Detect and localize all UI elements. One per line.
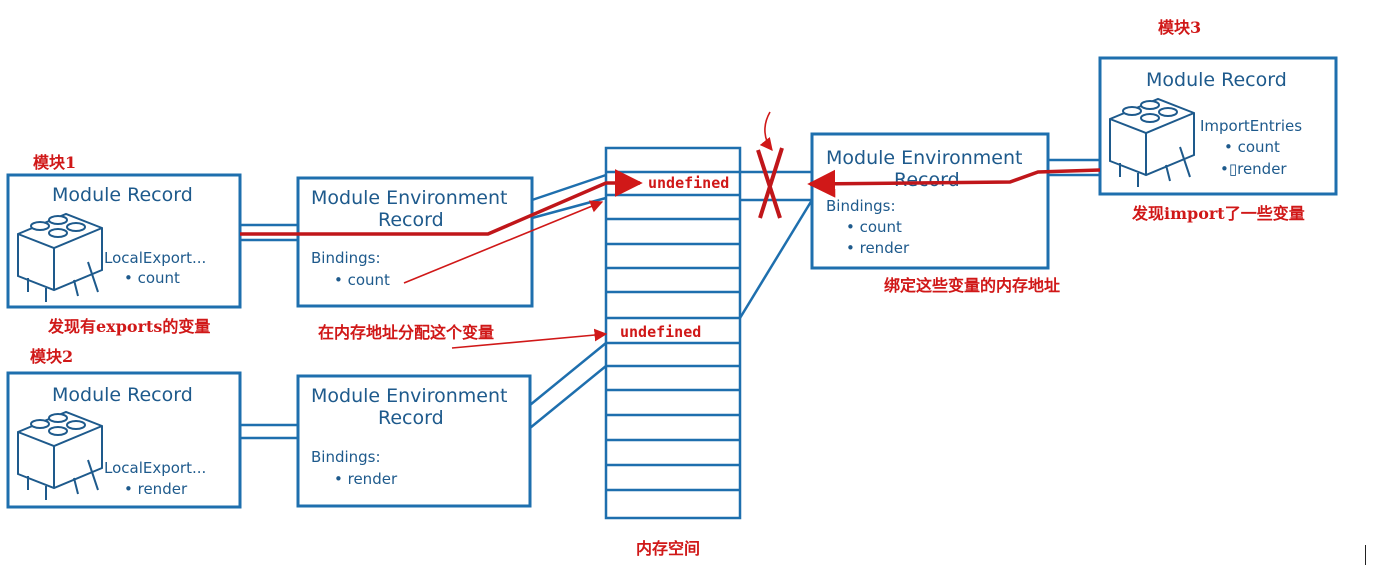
cross-pointer-arrow <box>759 111 773 151</box>
module-1-local-export: LocalExport... <box>104 249 206 267</box>
module-3-env-title: Module Environment <box>826 147 1022 169</box>
module-2-env-title: Module Environment <box>311 385 507 407</box>
module-1-label: 模块1 <box>33 153 76 172</box>
module-2-record-title: Module Record <box>52 384 193 406</box>
module-3-label: 模块3 <box>1158 18 1201 37</box>
module-3-environment-box: Module Environment Record Bindings: • co… <box>810 132 1050 270</box>
module-3-import-note: 发现import了一些变量 <box>1131 204 1305 223</box>
alloc-arrow <box>451 328 608 349</box>
module-2-record-connector <box>240 423 298 440</box>
module-2-memory-connector <box>529 342 607 429</box>
module-3-bind-note: 绑定这些变量的内存地址 <box>884 276 1060 295</box>
module-2-local-export: LocalExport... <box>104 459 206 477</box>
alloc-note: 在内存地址分配这个变量 <box>318 323 494 342</box>
module-1-record-title: Module Record <box>52 184 193 206</box>
module-1-bindings-label: Bindings: <box>311 249 381 267</box>
module-3-binding-item-1: • count <box>846 218 902 236</box>
import-link-line <box>807 168 1101 198</box>
module-3-binding-item-2: • render <box>846 239 910 257</box>
memory-column <box>604 146 742 520</box>
module-2-environment-box: Module Environment Record Bindings: • re… <box>296 374 532 508</box>
module-3-import-item-1: • count <box>1224 138 1280 156</box>
module-1-binding-item: • count <box>334 271 390 289</box>
module-3-bindings-label: Bindings: <box>826 197 896 215</box>
module-2-record-box: Module Record LocalExport... • render <box>6 371 242 509</box>
memory-space-label: 内存空间 <box>636 539 700 558</box>
module-1-exports-note: 发现有exports的变量 <box>47 317 210 336</box>
module-1-record-box: Module Record LocalExport... • count <box>6 173 242 309</box>
module-2-binding-item: • render <box>334 470 398 488</box>
memory-cell-1-value: undefined <box>648 174 729 192</box>
module-2-env-title-2: Record <box>378 407 444 429</box>
module-1-env-title: Module Environment <box>311 187 507 209</box>
module-1-environment-box: Module Environment Record Bindings: • co… <box>296 176 534 308</box>
module-1-env-title-2: Record <box>378 209 444 231</box>
module-3-import-entries: ImportEntries <box>1200 117 1302 135</box>
module-3-env-title-2: Record <box>894 169 960 191</box>
module-2-bindings-label: Bindings: <box>311 448 381 466</box>
module-3-record-title: Module Record <box>1146 69 1287 91</box>
cross-mark-icon <box>756 147 784 219</box>
module-1-record-connector <box>240 223 298 242</box>
module-1-local-export-item: • count <box>124 269 180 287</box>
module-3-import-item-2: •▯render <box>1220 160 1287 178</box>
text-cursor-icon <box>1365 545 1366 565</box>
binding-to-memory-arrow <box>403 200 604 284</box>
module-3-record-box: Module Record ImportEntries • count •▯re… <box>1098 56 1338 196</box>
module-2-local-export-item: • render <box>124 480 188 498</box>
module-2-label: 模块2 <box>30 347 73 366</box>
export-link-line <box>240 169 643 236</box>
memory-rails <box>738 170 814 319</box>
module-3-record-connector <box>1048 158 1100 177</box>
memory-cell-2-value: undefined <box>620 323 701 341</box>
